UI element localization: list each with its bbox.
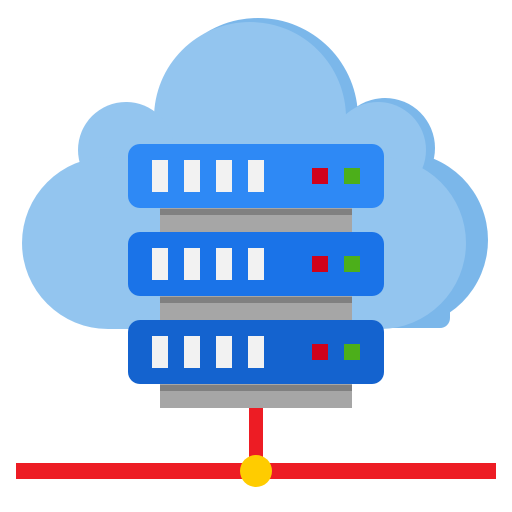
network-node (240, 455, 272, 487)
drive-slot (248, 160, 264, 192)
status-light-green (344, 344, 360, 360)
server-unit (128, 144, 384, 208)
status-light-green (344, 168, 360, 184)
rack-shadow (160, 297, 352, 303)
status-light-green (344, 256, 360, 272)
server-unit (128, 320, 384, 384)
drive-slot (216, 248, 232, 280)
server-rack-frame (160, 206, 352, 408)
status-light-red (312, 256, 328, 272)
status-light-red (312, 168, 328, 184)
drive-slot (152, 336, 168, 368)
drive-slot (216, 160, 232, 192)
drive-slot (184, 248, 200, 280)
server-stack (128, 144, 384, 384)
drive-slot (216, 336, 232, 368)
network-vertical-line (249, 408, 263, 470)
server-unit (128, 232, 384, 296)
drive-slot (152, 248, 168, 280)
drive-slot (184, 160, 200, 192)
rack-shadow (160, 209, 352, 215)
status-light-red (312, 344, 328, 360)
drive-slot (152, 160, 168, 192)
network-connector (16, 408, 496, 487)
rack-shadow (160, 385, 352, 391)
drive-slot (248, 336, 264, 368)
drive-slot (248, 248, 264, 280)
drive-slot (184, 336, 200, 368)
